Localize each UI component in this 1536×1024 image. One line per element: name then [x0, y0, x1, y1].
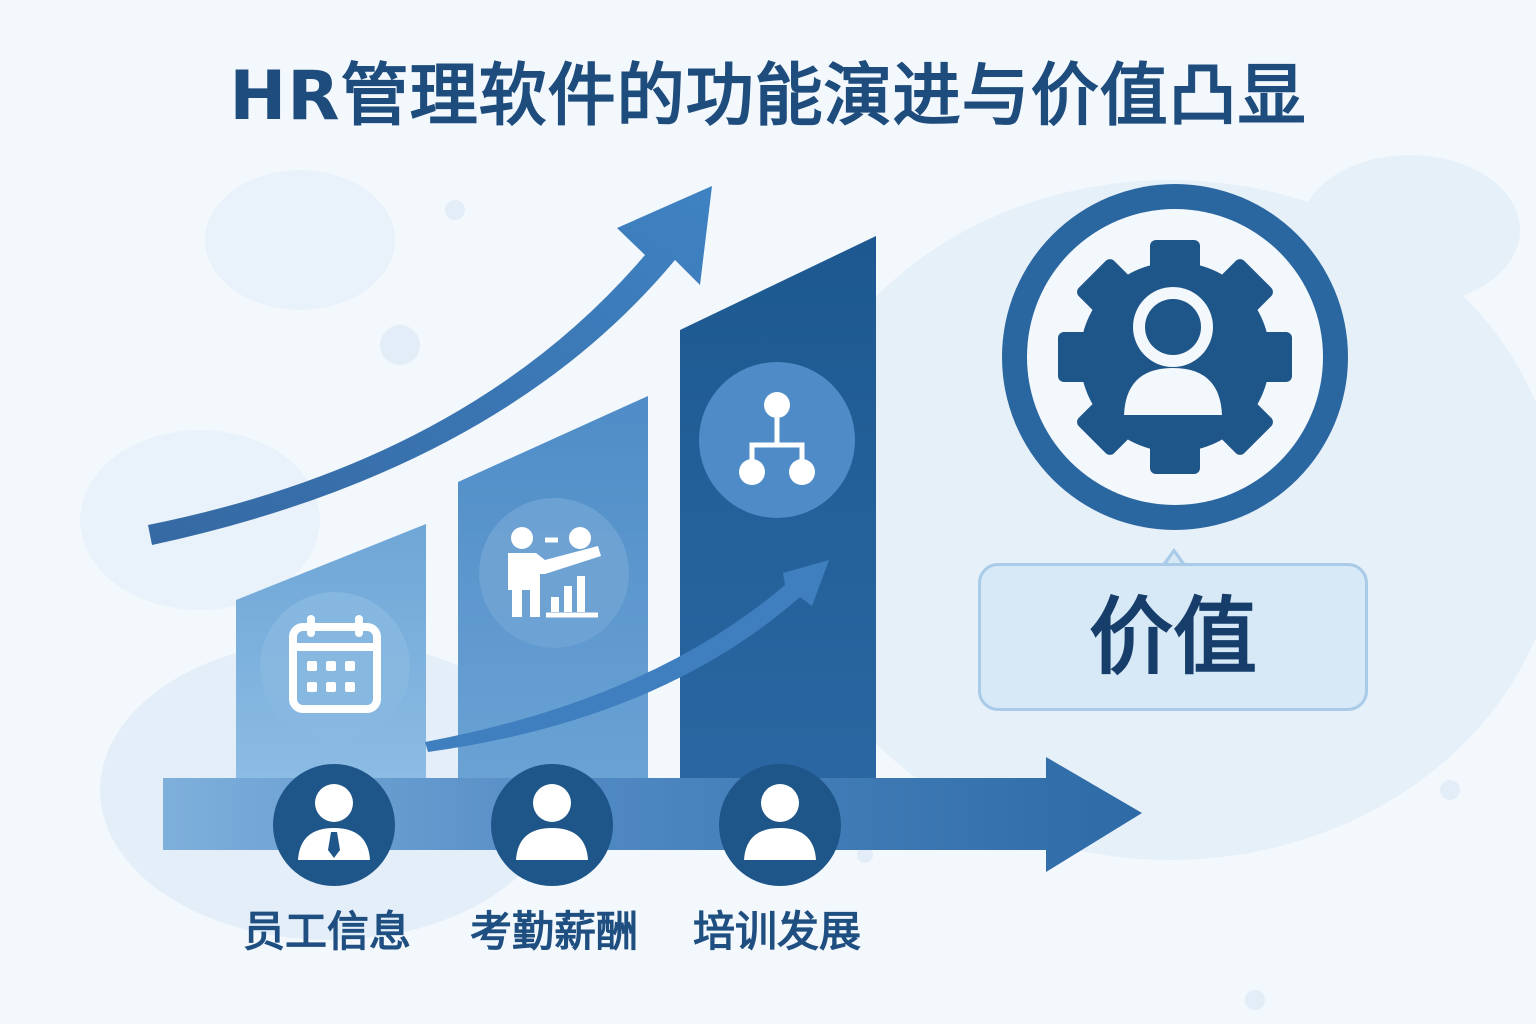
growth-arrow-small [425, 560, 829, 752]
growth-arrow-large [148, 186, 712, 545]
value-label-box: 价值 [978, 563, 1368, 711]
org-chart-icon [699, 362, 855, 518]
value-box-pointer-inner [1166, 553, 1182, 565]
stage-label-training-development: 培训发展 [693, 907, 862, 956]
stage-label-attendance-payroll: 考勤薪酬 [470, 907, 639, 956]
presentation-chart-icon [479, 498, 629, 648]
stage-label-employee-info: 员工信息 [243, 907, 412, 956]
timeline-arrow [163, 757, 1142, 872]
person-tie-icon [273, 764, 395, 886]
gear-person-icon [1002, 184, 1348, 530]
person-icon-stage-3 [719, 764, 841, 886]
person-icon-stage-2 [491, 764, 613, 886]
page-title: HR管理软件的功能演进与价值凸显 [229, 57, 1307, 136]
calendar-icon [260, 592, 410, 742]
